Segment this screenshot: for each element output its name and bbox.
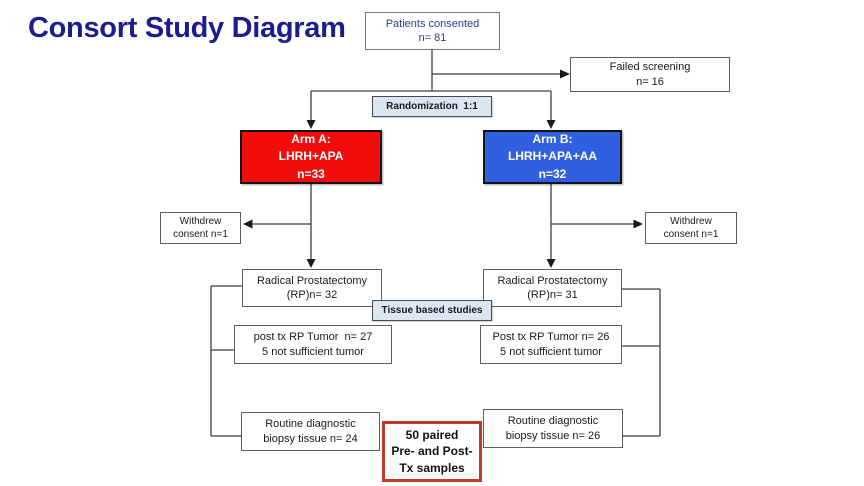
node-posttx-tumor-left: post tx RP Tumor n= 27 5 not sufficient … [234,325,392,364]
node-withdrew-consent-left: Withdrew consent n=1 [160,212,241,244]
node-arm-a: Arm A: LHRH+APA n=33 [240,130,382,184]
node-withdrew-consent-right: Withdrew consent n=1 [645,212,737,244]
arrow-into-rp-right-icon [546,259,556,268]
rp-right-count: (RP)n= 31 [527,289,578,301]
node-paired-samples: 50 paired Pre- and Post- Tx samples [382,421,482,482]
arrow-into-arm-b-icon [546,120,556,129]
node-randomization: Randomization 1:1 [372,96,492,117]
connector-lines [210,50,661,437]
arm-b-line2: LHRH+APA+AA [507,149,598,164]
posttx-left-line2: 5 not sufficient tumor [262,345,364,358]
arrow-into-withdrew-right-icon [633,219,643,229]
withdrew-right-line2: consent n=1 [663,229,719,240]
paired-line2: Pre- and Post- [391,444,473,459]
node-radical-prostatectomy-right: Radical Prostatectomy (RP)n= 31 [483,269,622,307]
randomization-label: Randomization 1:1 [386,101,478,112]
node-patients-consented: Patients consented n= 81 [365,12,500,50]
arrow-into-withdrew-left-icon [243,219,253,229]
routine-left-line1: Routine diagnostic [265,418,356,431]
routine-right-line1: Routine diagnostic [507,415,599,428]
withdrew-right-line1: Withdrew [670,216,712,227]
arrow-into-rp-left-icon [306,259,316,268]
posttx-right-line1: Post tx RP Tumor n= 26 [492,331,610,344]
rp-left-line1: Radical Prostatectomy [256,274,368,287]
rp-right-line1: Radical Prostatectomy [497,274,608,287]
paired-line3: Tx samples [399,460,465,475]
withdrew-left-line2: consent n=1 [173,229,228,240]
node-posttx-tumor-right: Post tx RP Tumor n= 26 5 not sufficient … [480,325,622,364]
patients-line1: Patients consented [385,17,480,30]
arrowheads [243,69,643,268]
arm-b-line1: Arm B: [532,131,573,146]
patients-count: n= 81 [418,32,447,44]
arm-a-line2: LHRH+APA [278,149,344,164]
arrow-to-failed-screening-icon [560,69,570,79]
routine-right-count: biopsy tissue n= 26 [505,429,601,442]
arm-b-count: n=32 [538,166,567,181]
posttx-left-line1: post tx RP Tumor n= 27 [253,331,373,344]
rp-left-count: (RP)n= 32 [286,289,338,301]
posttx-right-line2: 5 not sufficient tumor [500,345,602,358]
node-tissue-based-studies: Tissue based studies [372,300,492,321]
node-radical-prostatectomy-left: Radical Prostatectomy (RP)n= 32 [242,269,382,307]
tissue-label: Tissue based studies [381,305,483,316]
node-routine-biopsy-left: Routine diagnostic biopsy tissue n= 24 [241,412,380,451]
page-title: Consort Study Diagram [28,12,346,44]
failed-line1: Failed screening [609,61,691,74]
arm-a-count: n=33 [297,166,325,181]
node-routine-biopsy-right: Routine diagnostic biopsy tissue n= 26 [483,409,623,448]
routine-left-count: biopsy tissue n= 24 [263,432,358,445]
withdrew-left-line1: Withdrew [179,216,222,227]
arm-a-line1: Arm A: [291,131,331,146]
node-arm-b: Arm B: LHRH+APA+AA n=32 [483,130,622,184]
failed-count: n= 16 [636,75,664,88]
paired-line1: 50 paired [405,428,459,443]
arrow-into-arm-a-icon [306,120,316,129]
node-failed-screening: Failed screening n= 16 [570,57,730,92]
